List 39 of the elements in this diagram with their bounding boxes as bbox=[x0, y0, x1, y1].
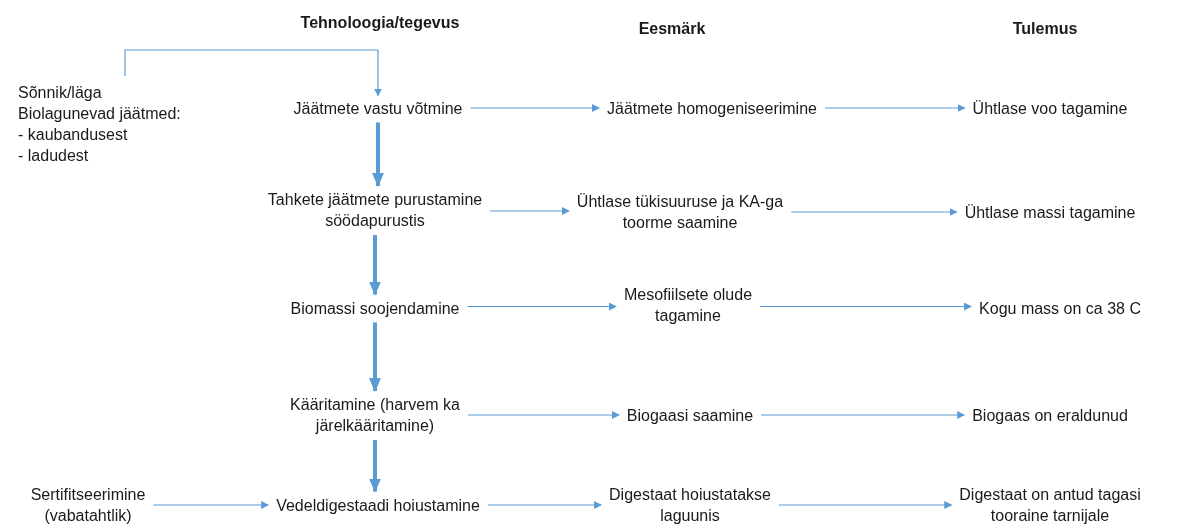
node-text: Kääritamine (harvem ka järelkääritamine) bbox=[289, 395, 461, 436]
node-text: Digestaat on antud tagasi tooraine tarnijale bbox=[958, 485, 1142, 526]
arrow bbox=[372, 122, 384, 187]
arrow bbox=[124, 49, 382, 97]
arrow bbox=[469, 104, 601, 112]
arrow bbox=[760, 411, 966, 419]
arrow bbox=[487, 501, 603, 509]
arrow bbox=[489, 207, 570, 215]
node-text: Sõnnik/läga bbox=[18, 83, 103, 103]
node-text: Tahkete jäätmete purustamine söödapurustis bbox=[266, 190, 484, 231]
arrow bbox=[152, 501, 270, 509]
node-text: - kaubandusest bbox=[18, 125, 129, 145]
node-text: Digestaat hoiustatakse laguunis bbox=[608, 485, 772, 526]
node-text: Mesofiilsete olude tagamine bbox=[622, 285, 754, 326]
arrow bbox=[790, 208, 958, 216]
node-text: Biomassi soojendamine bbox=[289, 298, 461, 319]
arrow bbox=[369, 235, 381, 296]
node-text: Kogu mass on ca 38 C bbox=[978, 298, 1142, 319]
arrow bbox=[759, 302, 973, 311]
column-header: Tulemus bbox=[1012, 20, 1078, 38]
node-text: Biogaasi saamine bbox=[625, 405, 755, 426]
column-header: Eesmärk bbox=[638, 20, 706, 38]
arrow bbox=[778, 501, 953, 509]
node-text: Sertifitseerimine (vabatahtlik) bbox=[29, 485, 147, 526]
arrow bbox=[824, 104, 966, 112]
arrow bbox=[466, 302, 617, 311]
node-text: Jäätmete homogeniseerimine bbox=[606, 98, 818, 119]
node-text: Vedeldigestaadi hoiustamine bbox=[275, 495, 481, 516]
node-text: Ühtlase massi tagamine bbox=[963, 202, 1137, 223]
arrow bbox=[369, 322, 381, 392]
column-header: Tehnoloogia/tegevus bbox=[300, 14, 460, 32]
node-text: Ühtlase voo tagamine bbox=[971, 98, 1129, 119]
arrow bbox=[369, 440, 381, 493]
arrow bbox=[467, 411, 620, 419]
node-text: - ladudest bbox=[18, 146, 90, 166]
node-text: Biogaas on eraldunud bbox=[971, 405, 1129, 426]
node-text: Ühtlase tükisuuruse ja KA-ga toorme saamine bbox=[575, 192, 785, 233]
node-text: Biolagunevad jäätmed: bbox=[18, 104, 182, 124]
node-text: Jäätmete vastu võtmine bbox=[292, 98, 464, 119]
